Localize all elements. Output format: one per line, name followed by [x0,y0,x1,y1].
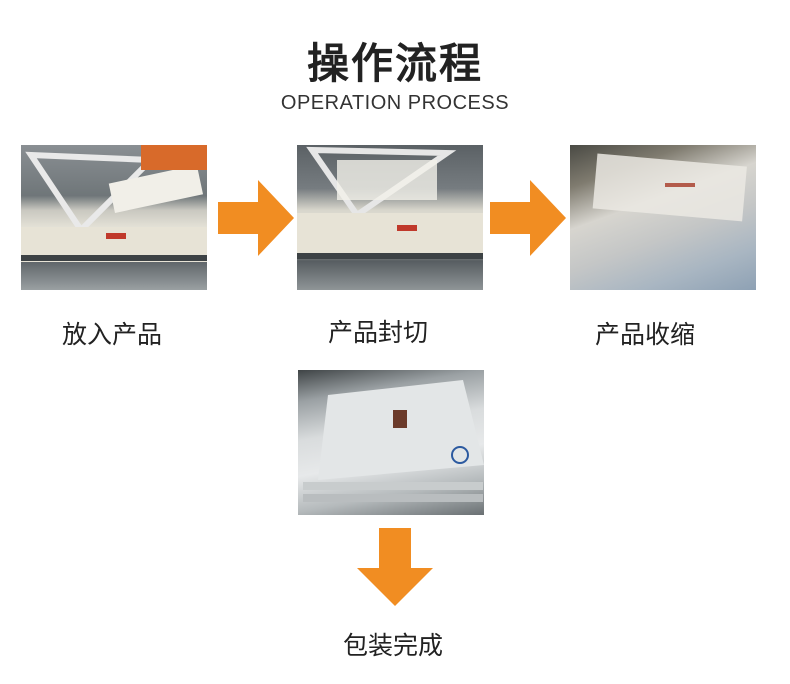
machine-sealing-photo [297,145,483,290]
page-title: 操作流程 [306,39,483,88]
shrink-tunnel-photo [570,145,756,290]
step-label-seal: 产品封切 [327,318,428,347]
arrow-right-icon [490,180,566,256]
finished-packages-photo [298,370,484,515]
arrow-right-icon [218,180,294,256]
machine-loading-photo [21,145,207,290]
step-label-load: 放入产品 [61,320,162,349]
arrow-down-icon [357,528,433,606]
step-label-done: 包装完成 [342,631,443,660]
page-subtitle: OPERATION PROCESS [280,92,510,114]
step-label-shrink: 产品收缩 [594,320,695,349]
